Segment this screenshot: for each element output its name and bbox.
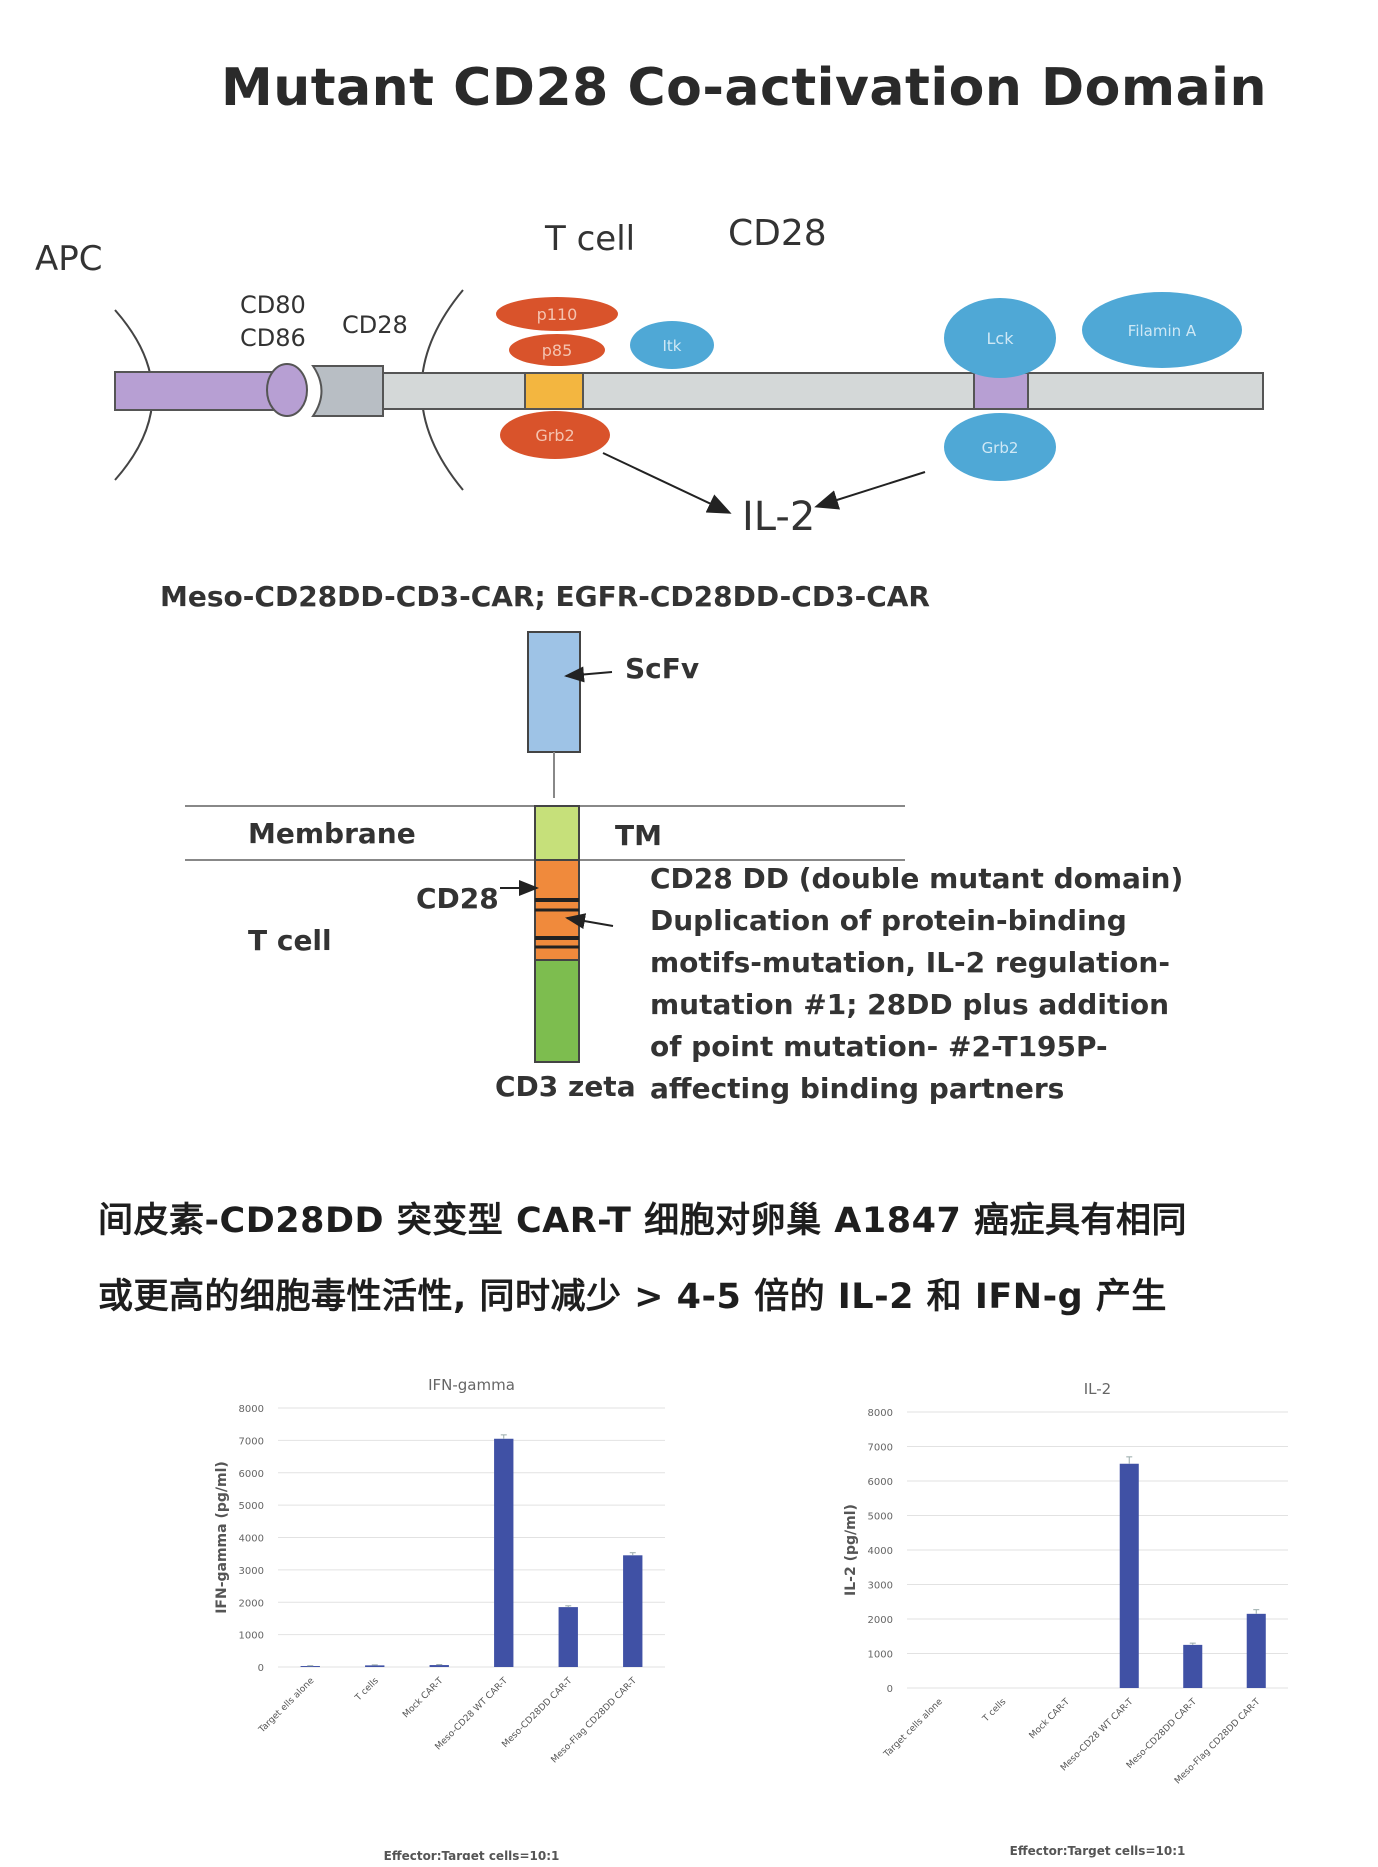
y-tick-label: 2000 [868, 1615, 893, 1626]
t-cell-label-car: T cell [248, 924, 332, 957]
bar [623, 1555, 643, 1667]
y-tick-label: 6000 [868, 1477, 893, 1488]
description-line-1: CD28 DD (double mutant domain) [650, 862, 1183, 895]
y-axis-label: IFN-gamma (pg/ml) [214, 1461, 230, 1614]
y-tick-label: 5000 [868, 1512, 893, 1523]
cd28-receptor-label: CD28 [342, 311, 408, 339]
bar [558, 1607, 578, 1667]
grb2-left-label: Grb2 [535, 426, 574, 445]
scfv-domain [527, 631, 581, 753]
p85-pill [509, 334, 605, 366]
chart-title: IFN-gamma [428, 1376, 515, 1394]
grb2-right-ellipse [944, 413, 1056, 481]
itk-label: Itk [663, 337, 682, 355]
car-construct-diagram: Meso-CD28DD-CD3-CAR; EGFR-CD28DD-CD3-CAR… [160, 580, 1183, 1105]
bar [1246, 1613, 1266, 1688]
y-tick-label: 4000 [239, 1534, 264, 1545]
cd28-signaling-diagram: APC T cell CD28 CD80 CD86 CD28 p110 p85 … [35, 213, 1264, 540]
tm-label: TM [615, 819, 662, 852]
cd86-label: CD86 [240, 324, 306, 352]
membrane-label: Membrane [248, 817, 416, 850]
y-tick-label: 1000 [239, 1631, 264, 1642]
description-line-6: affecting binding partners [650, 1072, 1064, 1105]
cd80-label: CD80 [240, 291, 306, 319]
x-axis-label: Effector:Target cells=10:1 [1010, 1844, 1186, 1858]
x-tick-label: T cells [980, 1697, 1008, 1725]
x-tick-label: Target cells alone [882, 1697, 946, 1761]
cd28-cytoplasmic-bar [382, 372, 1264, 410]
t-cell-label-top: T cell [544, 219, 635, 259]
scfv-label: ScFv [625, 652, 699, 685]
il2-label: IL-2 [742, 494, 815, 540]
tm-domain [534, 805, 580, 861]
bar [300, 1666, 320, 1667]
grb2-right-label: Grb2 [982, 439, 1019, 457]
y-tick-label: 3000 [239, 1566, 264, 1577]
description-line-2: Duplication of protein-binding [650, 904, 1127, 937]
y-tick-label: 5000 [239, 1501, 264, 1512]
description-line-5: of point mutation- #2-T195P- [650, 1030, 1108, 1063]
pxxp-motif-box [973, 372, 1029, 410]
x-tick-label: Mock CAR-T [401, 1676, 446, 1721]
y-tick-label: 0 [887, 1684, 893, 1695]
x-tick-label: Meso-CD28DD CAR-T [500, 1676, 574, 1750]
x-tick-label: Target ells alone [257, 1676, 317, 1736]
x-tick-label: Mock CAR-T [1028, 1697, 1073, 1742]
y-tick-label: 3000 [868, 1581, 893, 1592]
chinese-caption-line-2: 或更高的细胞毒性活性, 同时减少 > 4-5 倍的 IL-2 和 IFN-g 产… [98, 1277, 1167, 1317]
y-tick-label: 2000 [239, 1598, 264, 1609]
x-tick-label: T cells [353, 1676, 381, 1704]
chinese-caption-line-1: 间皮素-CD28DD 突变型 CAR-T 细胞对卵巢 A1847 癌症具有相同 [98, 1201, 1187, 1241]
cd28-title: CD28 [728, 213, 827, 254]
page-title: Mutant CD28 Co-activation Domain [220, 58, 1268, 118]
lck-label: Lck [987, 329, 1015, 348]
x-axis-label: Effector:Target cells=10:1 [384, 1849, 560, 1860]
description-line-4: mutation #1; 28DD plus addition [650, 988, 1169, 1021]
bar [1119, 1463, 1139, 1688]
y-tick-label: 7000 [868, 1443, 893, 1454]
y-tick-label: 4000 [868, 1546, 893, 1557]
y-tick-label: 8000 [239, 1404, 264, 1415]
y-tick-label: 6000 [239, 1469, 264, 1480]
chart-title: IL-2 [1084, 1380, 1111, 1398]
y-tick-label: 7000 [239, 1436, 264, 1447]
itk-ellipse [630, 321, 714, 369]
bar [1183, 1644, 1203, 1688]
grb2-left-pill [500, 411, 610, 459]
filamin-a-label: Filamin A [1128, 322, 1197, 340]
arrow-lck-to-il2 [814, 471, 926, 510]
bar [494, 1438, 514, 1667]
p85-label: p85 [542, 341, 573, 360]
x-tick-label: Meso-CD28DD CAR-T [1125, 1697, 1199, 1771]
lck-ellipse [944, 298, 1056, 378]
cd28-label: CD28 [416, 882, 499, 915]
y-tick-label: 8000 [868, 1408, 893, 1419]
cd28-ectodomain [311, 365, 384, 417]
y-axis-label: IL-2 (pg/ml) [843, 1504, 859, 1596]
p110-pill [496, 297, 618, 331]
il2-chart: IL-2 0 1000 2000 3000 4000 5000 6000 7000 8000IL-… [843, 1380, 1288, 1858]
ifn-gamma-chart: IFN-gamma 0 1000 2000 3000 4000 5000 6000 7000 80… [214, 1376, 665, 1860]
x-tick-label: Meso-CD28 WT CAR-T [1059, 1697, 1136, 1774]
scfv-pointer [564, 666, 613, 683]
apc-ligand-bar [114, 371, 276, 411]
y-tick-label: 0 [258, 1663, 264, 1674]
p110-label: p110 [537, 305, 578, 324]
bar [429, 1665, 449, 1667]
filamin-a-ellipse [1082, 292, 1242, 368]
cd80-cd86-ligand [266, 363, 308, 417]
cd3-zeta-domain [534, 959, 580, 1063]
bar [365, 1665, 385, 1667]
construct-title: Meso-CD28DD-CD3-CAR; EGFR-CD28DD-CD3-CAR [160, 580, 930, 613]
apc-label: APC [35, 239, 103, 279]
x-tick-label: Meso-CD28 WT CAR-T [434, 1676, 511, 1753]
description-line-3: motifs-mutation, IL-2 regulation- [650, 946, 1170, 979]
yxxm-motif-box [524, 372, 584, 410]
arrow-grb2-to-il2 [602, 452, 732, 514]
cd3-zeta-label: CD3 zeta [495, 1070, 636, 1103]
mutation-pointer [565, 913, 614, 929]
y-tick-label: 1000 [868, 1650, 893, 1661]
